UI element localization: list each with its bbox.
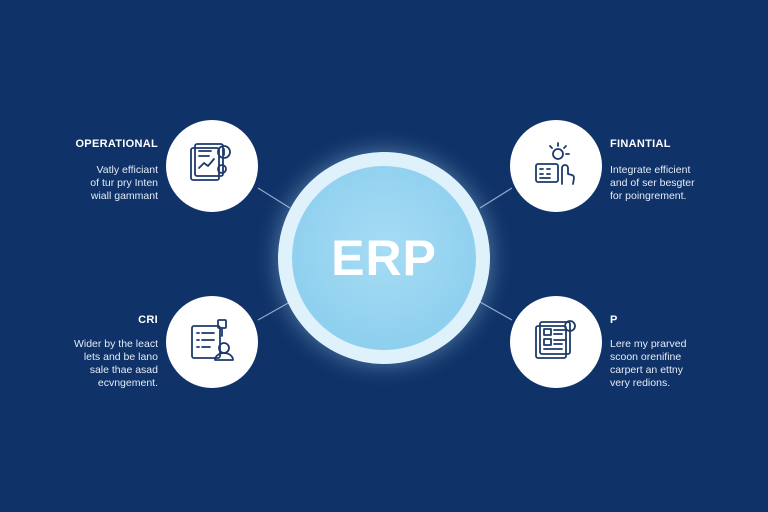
clipboard-user-icon — [191, 319, 234, 361]
calculator-touch-icon — [535, 142, 575, 185]
connector-p — [479, 301, 513, 321]
node-p-description: Lere my prarved scoon orenifine carpert … — [610, 338, 687, 389]
document-list-icon — [535, 320, 576, 359]
node-financial-title: FINANTIAL — [610, 138, 671, 150]
chart-report-icon — [190, 143, 231, 181]
node-crm-description: Wider by the leact lets and be lano sale… — [73, 338, 158, 389]
hub-label: ERP — [331, 230, 437, 286]
node-operational — [166, 120, 258, 212]
connector-crm — [257, 301, 291, 321]
node-crm-title: CRI — [138, 314, 158, 326]
node-operational-title: OPERATIONAL — [75, 138, 158, 150]
node-p-title: P — [610, 314, 618, 326]
node-operational-description: Vatly efficiant of tur pry Inten wiall g… — [90, 164, 158, 202]
node-p — [510, 296, 602, 388]
node-financial-description: Integrate efficient and of ser besgter f… — [610, 164, 695, 202]
connector-operational — [257, 187, 291, 209]
connector-financial — [479, 187, 513, 209]
node-crm — [166, 296, 258, 388]
node-financial — [510, 120, 602, 212]
hub-circle: ERP — [292, 166, 476, 350]
